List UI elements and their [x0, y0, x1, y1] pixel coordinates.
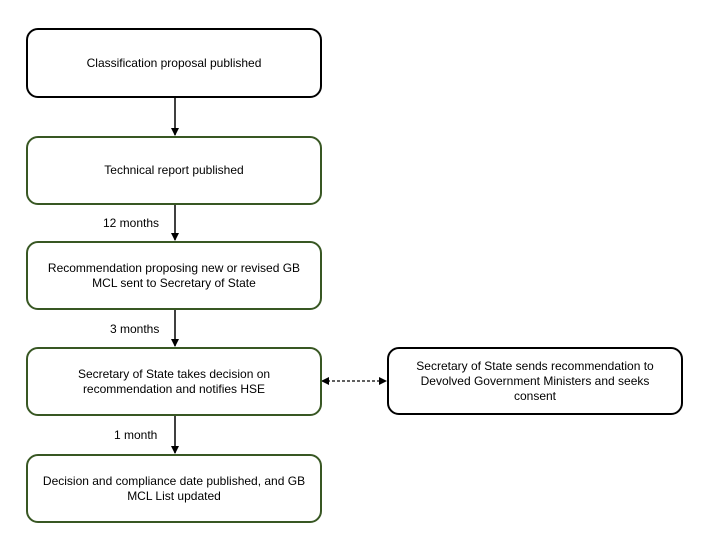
- edge-label-12-months: 12 months: [103, 216, 160, 230]
- edge-label-1-month: 1 month: [114, 428, 158, 442]
- node-recommendation: Recommendation proposing new or revised …: [26, 241, 322, 310]
- node-decision: Secretary of State takes decision on rec…: [26, 347, 322, 416]
- node-published: Decision and compliance date published, …: [26, 454, 322, 523]
- node-classification-proposal: Classification proposal published: [26, 28, 322, 98]
- node-devolved-ministers: Secretary of State sends recommendation …: [387, 347, 683, 415]
- node-technical-report: Technical report published: [26, 136, 322, 205]
- edge-label-3-months: 3 months: [110, 322, 160, 336]
